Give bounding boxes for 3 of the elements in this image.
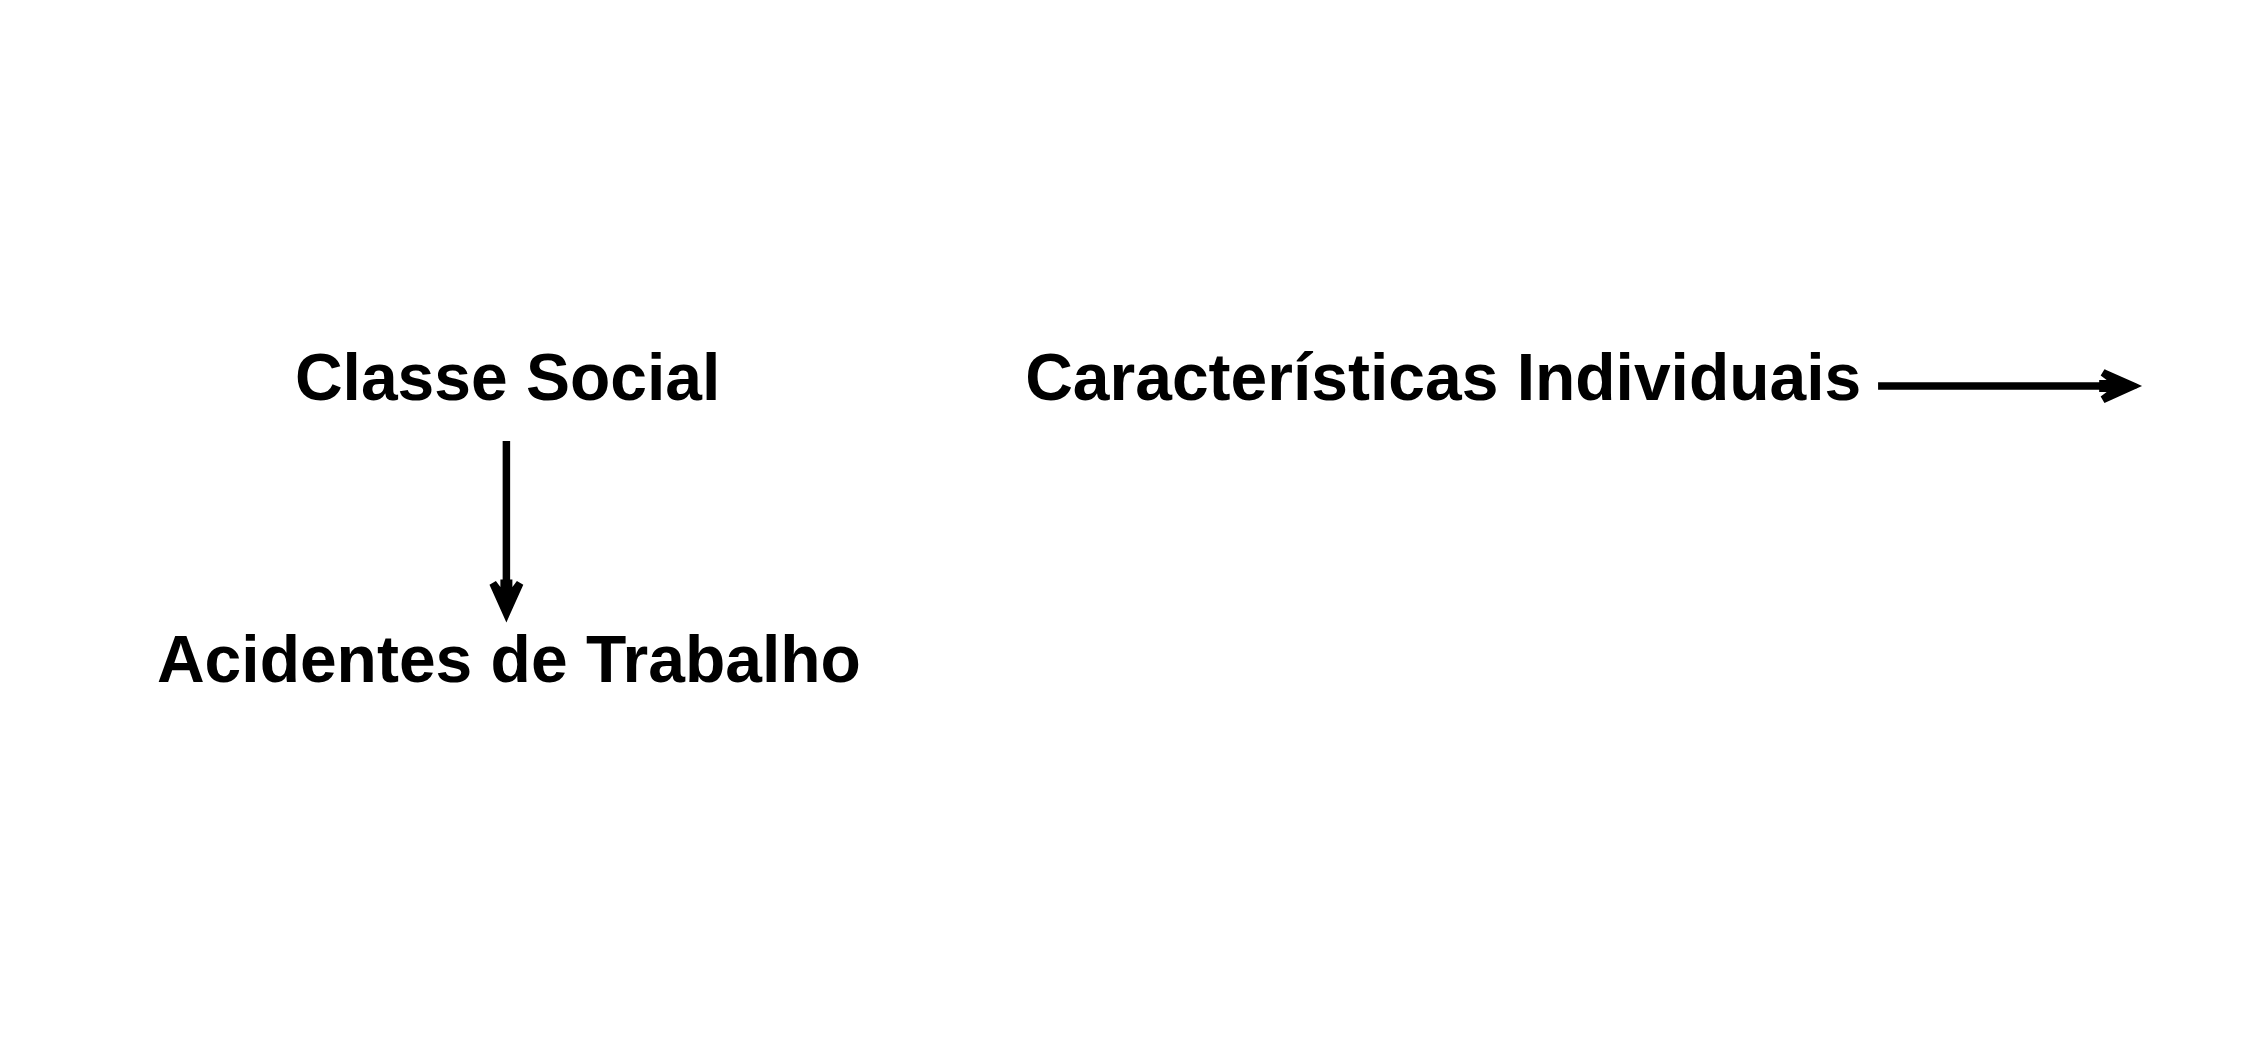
node-text: Acidentes de Trabalho <box>156 621 861 696</box>
node-text: Classe Social <box>294 339 720 414</box>
node-text: Características Individuais <box>1024 339 1861 414</box>
